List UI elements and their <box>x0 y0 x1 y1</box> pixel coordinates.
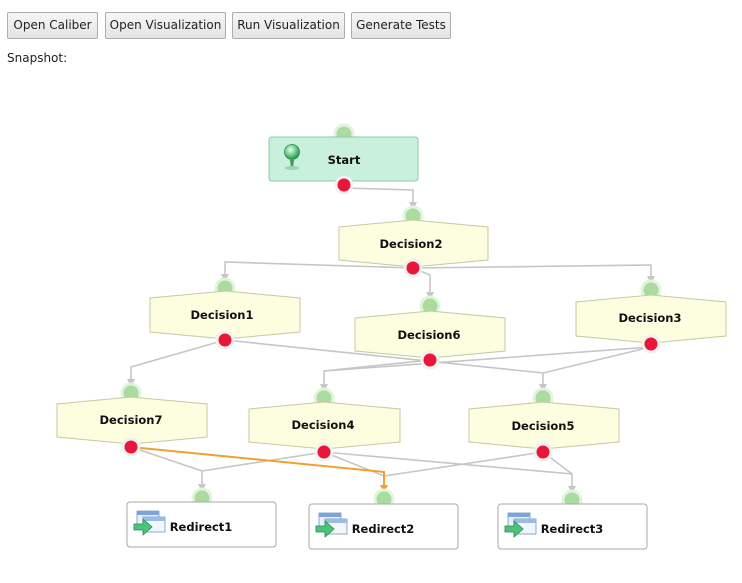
connector-decision3-decision5[interactable] <box>542 346 652 374</box>
node-redirect3[interactable]: Redirect3 <box>497 489 648 550</box>
connector-start-decision2[interactable] <box>343 185 417 210</box>
node-decision4[interactable]: Decision4 <box>248 387 401 462</box>
node-label: Start <box>328 153 361 167</box>
node-label: Decision7 <box>100 413 163 427</box>
out-port[interactable] <box>334 175 354 195</box>
node-decision2[interactable]: Decision2 <box>338 205 489 278</box>
redirect-window-arrow-icon <box>133 510 166 536</box>
out-port[interactable] <box>641 334 661 354</box>
connector-decision5-redirect2[interactable] <box>383 451 544 477</box>
node-start[interactable]: Start <box>268 123 419 195</box>
node-label: Redirect1 <box>170 520 233 534</box>
out-port[interactable] <box>403 258 423 278</box>
open-visualization-button[interactable]: Open Visualization <box>105 12 226 39</box>
connector-decision7-redirect2-highlighted[interactable] <box>130 446 388 493</box>
node-decision3[interactable]: Decision3 <box>575 279 727 354</box>
connector-decision2-decision3[interactable] <box>412 264 655 284</box>
node-label: Decision1 <box>191 308 254 322</box>
node-label: Decision2 <box>380 237 443 251</box>
node-label: Decision5 <box>512 419 575 433</box>
out-port[interactable] <box>314 442 334 462</box>
node-decision1[interactable]: Decision1 <box>149 277 301 350</box>
node-redirect1[interactable]: Redirect1 <box>126 487 277 548</box>
out-port[interactable] <box>420 350 440 370</box>
out-port[interactable] <box>121 437 141 457</box>
node-label: Redirect2 <box>352 522 415 536</box>
node-decision5[interactable]: Decision5 <box>468 387 620 462</box>
connector-decision3-decision4[interactable] <box>323 346 652 372</box>
node-label: Redirect3 <box>541 522 604 536</box>
out-port[interactable] <box>215 330 235 350</box>
connector-decision2-decision1[interactable] <box>221 261 414 282</box>
out-port[interactable] <box>533 442 553 462</box>
connectors <box>127 185 655 494</box>
node-label: Decision6 <box>398 328 461 342</box>
node-decision7[interactable]: Decision7 <box>56 382 208 457</box>
connector-decision4-redirect3[interactable] <box>323 451 576 494</box>
start-pin-icon <box>284 144 300 170</box>
run-visualization-button[interactable]: Run Visualization <box>232 12 345 39</box>
connector-decision4-redirect1[interactable] <box>201 451 325 472</box>
connector-decision4-redirect2[interactable] <box>323 451 385 477</box>
node-label: Decision4 <box>292 418 355 432</box>
connector-decision1-decision7[interactable] <box>127 339 226 387</box>
node-label: Decision3 <box>619 311 682 325</box>
node-decision6[interactable]: Decision6 <box>354 295 506 370</box>
snapshot-label: Snapshot: <box>7 51 68 65</box>
open-caliber-button[interactable]: Open Caliber <box>7 12 98 39</box>
node-redirect2[interactable]: Redirect2 <box>308 488 459 550</box>
redirect-window-arrow-icon <box>504 512 537 538</box>
redirect-window-arrow-icon <box>315 512 348 538</box>
generate-tests-button[interactable]: Generate Tests <box>351 12 451 39</box>
